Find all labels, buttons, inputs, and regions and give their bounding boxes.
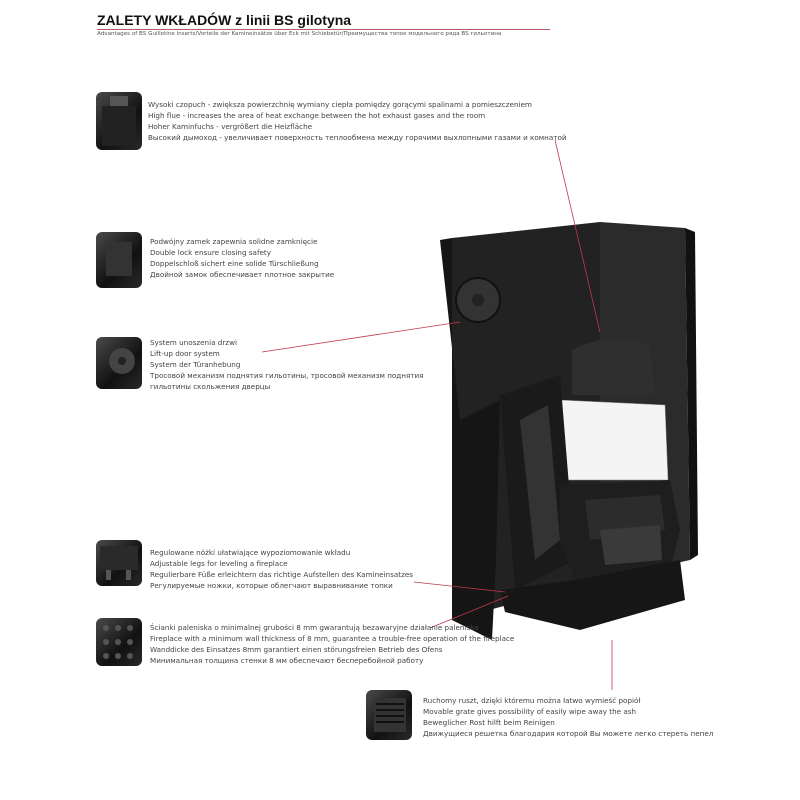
feature-text-de: Doppelschloß sichert eine solide Türschl… — [150, 259, 319, 268]
page-title: ZALETY WKŁADÓW z linii BS gilotyna — [97, 12, 352, 28]
feature-text-pl: Podwójny zamek zapewnia solidne zamknięc… — [150, 237, 318, 246]
leader-line-high-flue — [554, 139, 601, 333]
feature-lift-door: System unoszenia drzwi Lift-up door syst… — [150, 337, 423, 392]
leader-line-legs — [413, 581, 506, 593]
feature-text-en: Double lock ensure closing safety — [150, 248, 271, 257]
feature-text-pl: System unoszenia drzwi — [150, 338, 237, 347]
feature-text-de: Beweglicher Rost hilft beim Reinigen — [423, 718, 555, 727]
feature-text-de: Hoher Kaminfuchs - vergrößert die Heizfl… — [148, 122, 313, 131]
feature-text-ru: Двойной замок обеспечивает плотное закры… — [150, 270, 335, 279]
double-lock-thumbnail — [96, 232, 142, 288]
lift-door-thumbnail — [96, 337, 142, 389]
feature-text-pl: Wysoki czopuch - zwiększa powierzchnię w… — [148, 100, 532, 109]
feature-adjustable-legs: Regulowane nóżki ułatwiające wypoziomowa… — [150, 547, 413, 591]
feature-text-ru: Движущиеся решетка благодария которой Вы… — [423, 729, 714, 738]
feature-double-lock: Podwójny zamek zapewnia solidne zamknięc… — [150, 236, 334, 280]
feature-text-en: Lift-up door system — [150, 349, 220, 358]
feature-wall-thickness: Ścianki paleniska o minimalnej grubości … — [150, 622, 514, 666]
feature-text-en: High flue - increases the area of heat e… — [148, 111, 486, 120]
feature-high-flue: Wysoki czopuch - zwiększa powierzchnię w… — [148, 99, 567, 143]
movable-grate-thumbnail — [366, 690, 412, 740]
leader-line-wall — [429, 595, 509, 629]
high-flue-thumbnail — [96, 92, 142, 150]
feature-text-en: Adjustable legs for leveling a fireplace — [150, 559, 288, 568]
feature-text-de: Wanddicke des Einsatzes 8mm garantiert e… — [150, 645, 443, 654]
feature-text-pl: Ścianki paleniska o minimalnej grubości … — [150, 623, 479, 632]
feature-text-ru: Регулируемые ножки, которые облегчают вы… — [150, 581, 393, 590]
feature-text-de: Regulierbare Füße erleichtern das richti… — [150, 570, 414, 579]
feature-text-pl: Ruchomy ruszt, dzięki któremu można łatw… — [423, 696, 641, 705]
wall-thickness-thumbnail — [96, 618, 142, 666]
feature-text-pl: Regulowane nóżki ułatwiające wypoziomowa… — [150, 548, 351, 557]
feature-text-de: System der Türanhebung — [150, 360, 241, 369]
page-subtitle: Advantages of BS Guillotine inserts/Vort… — [97, 31, 502, 37]
feature-text-ru: Тросовой механизм поднятия гильотины, тр… — [150, 371, 424, 380]
feature-text-en: Fireplace with a minimum wall thickness … — [150, 634, 515, 643]
feature-text-ru: Высокий дымоход - увеличивает поверхност… — [148, 133, 567, 142]
feature-text-ru: Минимальная толщина стенки 8 мм обеспеча… — [150, 656, 424, 665]
feature-text-ru-cont: гильотины скольжения дверцы — [150, 382, 271, 391]
adjustable-legs-thumbnail — [96, 540, 142, 586]
title-divider — [97, 29, 550, 30]
feature-movable-grate: Ruchomy ruszt, dzięki któremu można łatw… — [423, 695, 713, 739]
feature-text-en: Movable grate gives possibility of easil… — [423, 707, 637, 716]
leader-line-lift-door — [261, 321, 461, 353]
